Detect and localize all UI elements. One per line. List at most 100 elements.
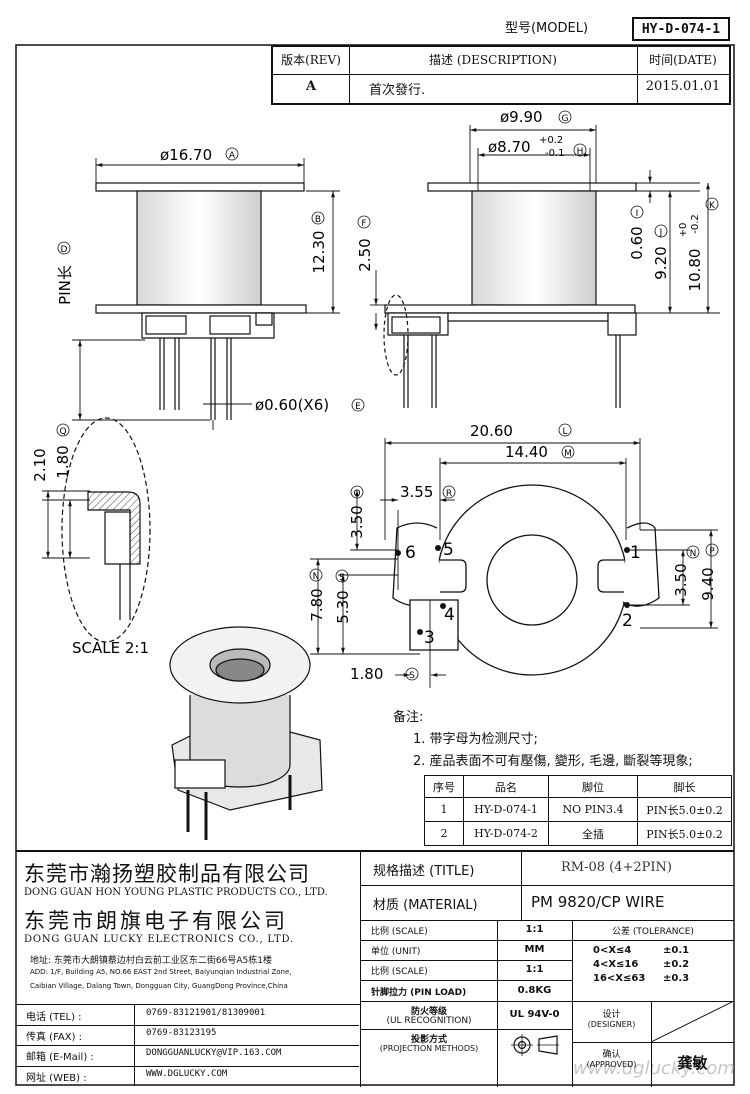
bottom-view: [392, 484, 660, 688]
notes: 备注: 1. 带字母为检测尺寸; 2. 産品表面不可有壓傷, 變形, 毛邊, 斷…: [393, 707, 733, 773]
header-block: 型号(MODEL) HY-D-074-1 版本(REV) 描述 (DESCRIP…: [271, 17, 731, 105]
pin-table-cell: 2: [424, 821, 464, 846]
unit-label: 单位 (UNIT): [371, 947, 421, 957]
tolerance-table: 0<X≤4±0.1 4<X≤16±0.2 16<X≤63±0.3: [593, 944, 689, 986]
pin-1-label: 1: [630, 543, 641, 563]
scale-label: SCALE 2:1: [72, 639, 149, 657]
date-label: 时间(DATE): [649, 53, 717, 67]
tolerance-row: 0<X≤4±0.1: [593, 945, 690, 956]
pin-table-cell: NO PIN3.4: [548, 797, 638, 822]
pin-5-label: 5: [443, 540, 454, 560]
model-label: 型号(MODEL): [504, 21, 589, 36]
web-label: 网址 (WEB) :: [26, 1073, 87, 1084]
tolerance-label: 公差 (TOLERANCE): [612, 927, 694, 937]
fax-label: 传真 (FAX) :: [26, 1032, 83, 1043]
pin-length-label: PIN长: [56, 265, 74, 305]
approved-label-cn: 确认: [602, 1050, 621, 1060]
dim-2-10: 2.10: [31, 448, 49, 481]
tag-h: H: [577, 147, 584, 157]
tag-n2: N: [690, 549, 697, 559]
dim-8-70-tol-hi: +0.2: [539, 135, 563, 146]
title-value: RM-08 (4+2PIN): [561, 860, 673, 875]
side-view: [383, 182, 637, 408]
dim-3-50-left: 3.50: [348, 505, 366, 538]
dim-14-40: 14.40: [505, 443, 548, 461]
pin-2-label: 2: [622, 611, 633, 631]
approved-label-en: (APPROVED): [586, 1060, 637, 1069]
dim-7-80: 7.80: [308, 588, 326, 621]
dim-10-80: 10.80: [686, 249, 704, 292]
detail-view: [42, 417, 151, 643]
tag-f: F: [361, 219, 366, 229]
tag-l: L: [562, 427, 567, 437]
designer-label-en: (DESIGNER): [587, 1020, 636, 1029]
ul-label-en: (UL RECOGNITION): [386, 1016, 472, 1026]
company-address-en-2: Caibian Village, Dalang Town, Dongguan C…: [30, 982, 288, 990]
dim-9-40: 9.40: [699, 567, 717, 600]
dim-10-80-tol-lo: -0.2: [690, 214, 701, 234]
pin-table-cell: HY-D-074-2: [463, 821, 549, 846]
isometric-view: [169, 626, 323, 840]
company-name-1-cn: 东莞市瀚扬塑胶制品有限公司: [24, 862, 310, 886]
revision-table: 版本(REV) 描述 (DESCRIPTION) 时间(DATE) A 首次發行…: [271, 45, 731, 105]
dim-1-80-detail: 1.80: [54, 445, 72, 478]
dim-0-60: 0.60: [628, 226, 646, 259]
ul-value: UL 94V-0: [509, 1009, 560, 1020]
pin-table-cell: HY-D-074-1: [463, 797, 549, 822]
tag-s2: S: [409, 671, 415, 681]
dim-3-55: 3.55: [400, 483, 433, 501]
company-name-2-cn: 东莞市朗旗电子有限公司: [24, 909, 288, 933]
drawing-frame: [15, 44, 735, 1086]
web-value: WWW.DGLUCKY.COM: [146, 1069, 228, 1079]
tag-e: E: [355, 402, 361, 412]
front-view: [95, 182, 307, 420]
designer-slash: [651, 1001, 734, 1042]
pin-load-label: 针脚拉力 (PIN LOAD): [371, 988, 467, 998]
pin-table: 序号 品名 脚位 脚长 1 HY-D-074-1 NO PIN3.4 PIN长5…: [424, 775, 732, 846]
pin-3-label: 3: [424, 628, 435, 648]
scale-value-2: 1:1: [525, 964, 544, 975]
fax-value: 0769-83123195: [146, 1028, 217, 1038]
dim-20-60: 20.60: [470, 422, 513, 440]
pin-6-label: 6: [405, 543, 416, 563]
scale-label-1: 比例 (SCALE): [371, 927, 428, 937]
note-1: 1. 带字母为检测尺寸;: [413, 732, 538, 747]
tolerance-row: 16<X≤63±0.3: [593, 973, 690, 984]
designer-label-cn: 设计: [602, 1010, 621, 1020]
material-label: 材质 (MATERIAL): [373, 898, 478, 913]
pin-table-cell: 1: [424, 797, 464, 822]
pin-table-cell: 全插: [548, 821, 638, 846]
pin-table-header-pins: 脚位: [548, 775, 638, 798]
projection-label-cn: 投影方式: [410, 1035, 447, 1045]
dim-3-50-right: 3.50: [672, 563, 690, 596]
contact-panel: 电话 (TEL) : 0769-83121901/81309001 传真 (FA…: [16, 1004, 361, 1087]
tel-value: 0769-83121901/81309001: [146, 1008, 266, 1018]
company-name-1-en: DONG GUAN HON YOUNG PLASTIC PRODUCTS CO.…: [24, 887, 328, 898]
tag-a: A: [229, 151, 236, 161]
approver-name: 龚敏: [677, 1054, 708, 1072]
company-panel: 东莞市瀚扬塑胶制品有限公司 DONG GUAN HON YOUNG PLASTI…: [16, 852, 361, 1004]
dim-9-20: 9.20: [652, 246, 670, 279]
pin-table-cell: PIN长5.0±0.2: [637, 797, 732, 822]
company-address-en-1: ADD: 1/F, Building A5, NO.66 EAST 2nd St…: [30, 968, 292, 976]
tag-r: R: [446, 489, 452, 499]
unit-value: MM: [524, 944, 545, 955]
notes-title: 备注:: [393, 710, 424, 725]
tag-o: O: [353, 489, 360, 499]
dim-2-50: 2.50: [356, 238, 374, 271]
dim-9-90: ø9.90: [500, 108, 543, 126]
projection-label-en: (PROJECTION METHODS): [379, 1044, 479, 1053]
table-row: 1 HY-D-074-1 NO PIN3.4 PIN长5.0±0.2: [424, 797, 732, 822]
watermark: www.dglucky.com: [573, 1058, 735, 1079]
tag-b: B: [315, 215, 321, 225]
title-block: 东莞市瀚扬塑胶制品有限公司 DONG GUAN HON YOUNG PLASTI…: [16, 850, 734, 1087]
tag-q: Q: [59, 427, 66, 437]
desc-label: 描述 (DESCRIPTION): [429, 53, 557, 67]
scale-value-1: 1:1: [525, 924, 544, 935]
pin-table-header-index: 序号: [424, 775, 464, 798]
pin-load-value: 0.8KG: [517, 985, 552, 996]
tag-k: K: [709, 201, 716, 211]
pin-table-header-name: 品名: [463, 775, 549, 798]
dim-12-30: 12.30: [310, 231, 328, 274]
title-label: 规格描述 (TITLE): [373, 864, 475, 879]
